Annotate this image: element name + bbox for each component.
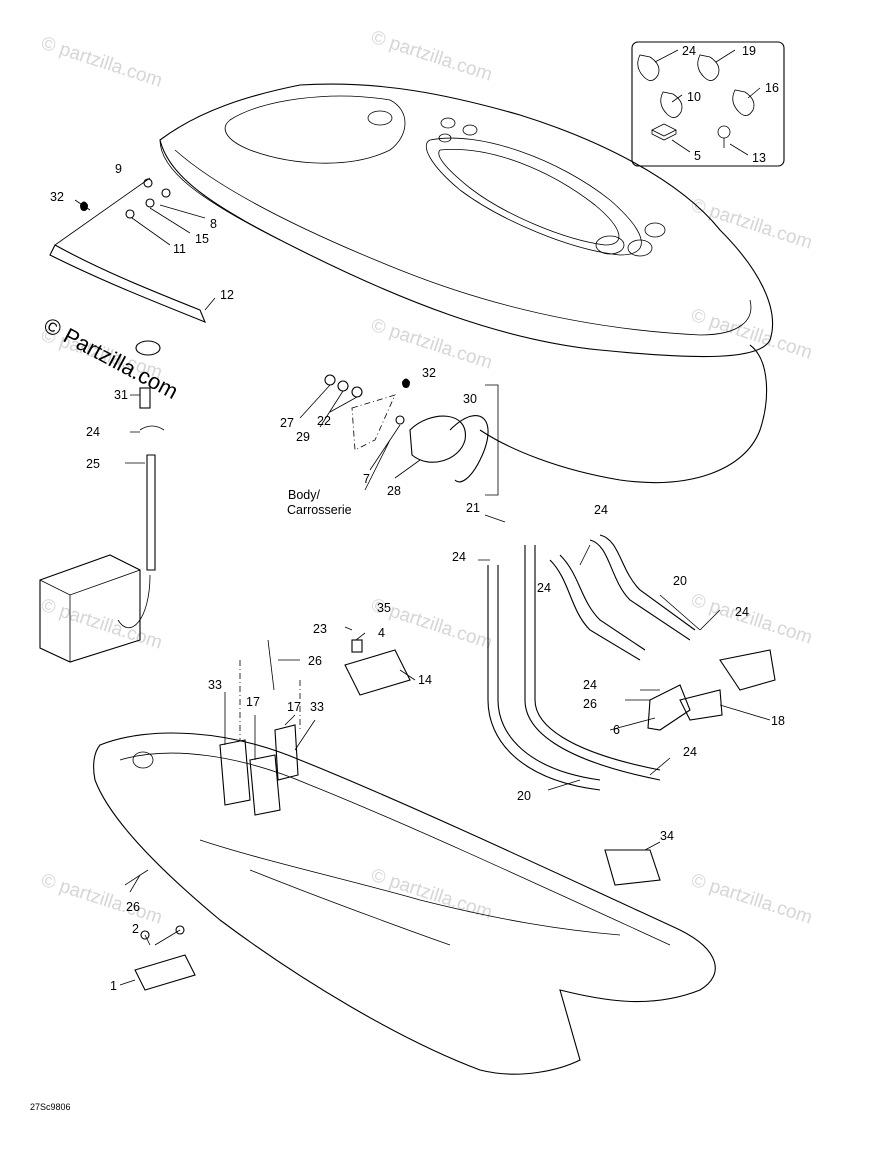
callout-32: 32 [50,190,64,204]
callout-30: 30 [463,392,477,406]
callout-26: 26 [583,697,597,711]
callout-20: 20 [673,574,687,588]
callout-27: 27 [280,416,294,430]
callout-8: 8 [210,217,217,231]
callout-29: 29 [296,430,310,444]
main-watermark: © Partzilla.com [40,312,183,404]
battery [39,554,141,663]
callout-26: 26 [126,900,140,914]
callout-17: 17 [287,700,301,714]
callout-4: 4 [378,626,385,640]
callout-1: 1 [110,979,117,993]
callout-6: 6 [613,723,620,737]
drawing-code: 27Sc9806 [30,1102,71,1112]
carrosserie-label: Carrosserie [287,503,352,517]
callout-2: 2 [132,922,139,936]
watermark: © partzilla.com [38,595,164,654]
callout-24: 24 [683,745,697,759]
callout-23: 23 [313,622,327,636]
callout-24: 24 [583,678,597,692]
watermark: © partzilla.com [688,590,814,649]
callout-32: 32 [422,366,436,380]
callout-24: 24 [682,44,696,58]
watermark: © partzilla.com [38,33,164,92]
callout-11: 11 [173,242,186,256]
callout-24: 24 [86,425,100,439]
hardware-9-15 [80,178,171,219]
watermark: © partzilla.com [688,195,814,254]
callout-24: 24 [452,550,466,564]
watermark: © partzilla.com [688,305,814,364]
callout-9: 9 [115,162,122,176]
callout-12: 12 [220,288,234,302]
callout-18: 18 [771,714,785,728]
callout-20: 20 [517,789,531,803]
body-label: Body/ [288,488,320,502]
callout-13: 13 [752,151,766,165]
watermark: © partzilla.com [368,27,494,86]
callout-10: 10 [687,90,701,104]
watermark: © partzilla.com [368,865,494,924]
callout-34: 34 [660,829,674,843]
callout-17: 17 [246,695,260,709]
callout-24: 24 [537,581,551,595]
callout-labels: 24 19 10 16 5 13 9 32 8 15 11 12 31 24 2… [30,44,785,1112]
callout-26: 26 [308,654,322,668]
leader-lines [74,199,771,986]
callout-31: 31 [114,388,128,402]
callout-24: 24 [594,503,608,517]
watermark: © partzilla.com [688,870,814,929]
callout-24: 24 [735,605,749,619]
main-watermark-group: © Partzilla.com [40,312,183,404]
hose-assembly [487,534,776,886]
callout-33: 33 [208,678,222,692]
hull-bottom [93,732,716,1075]
callout-5: 5 [694,149,701,163]
callout-25: 25 [86,457,100,471]
callout-19: 19 [742,44,756,58]
rub-rail [49,177,207,323]
hull-top [159,83,774,484]
callout-16: 16 [765,81,779,95]
lower-hardware [124,639,411,991]
callout-15: 15 [195,232,209,246]
callout-22: 22 [317,414,331,428]
callout-7: 7 [363,472,370,486]
callout-33: 33 [310,700,324,714]
callout-14: 14 [418,673,432,687]
fuel-vent [117,340,165,629]
callout-35: 35 [377,601,391,615]
callout-21: 21 [466,501,480,515]
callout-28: 28 [387,484,401,498]
inset-box [631,41,785,167]
watermark: © partzilla.com [38,870,164,929]
